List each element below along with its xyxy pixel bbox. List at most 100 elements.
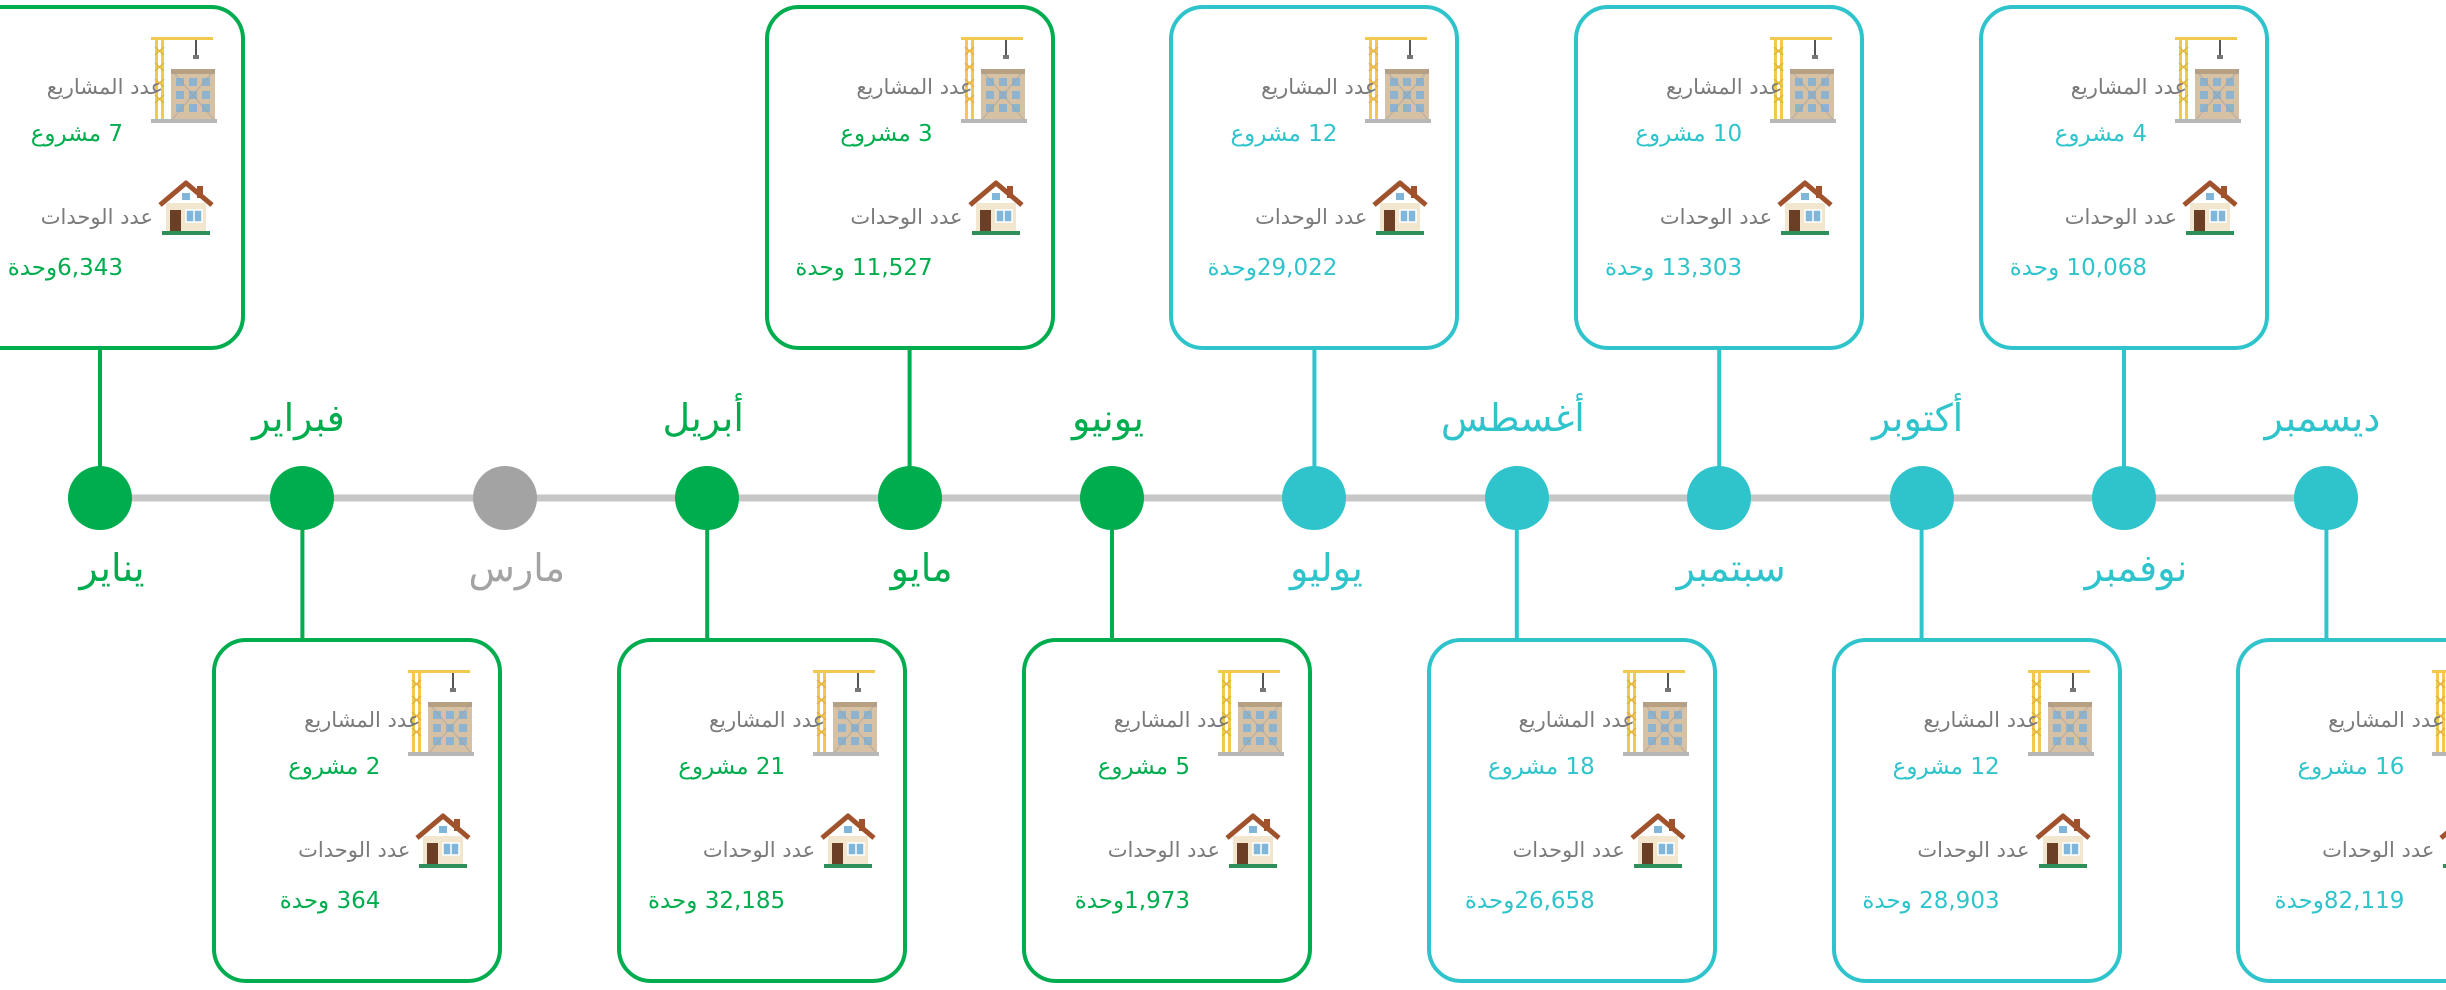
month-label: سبتمبر <box>1676 546 1786 590</box>
house-icon <box>157 179 215 237</box>
house-icon <box>1224 812 1282 870</box>
timeline-node <box>1687 466 1752 530</box>
units-value: 6,343وحدة <box>7 255 123 281</box>
units-label: عدد الوحدات <box>298 838 411 862</box>
house-icon <box>967 179 1025 237</box>
building-crane-icon <box>408 662 475 756</box>
units-value: 82,119وحدة <box>2274 888 2405 914</box>
projects-value: 3 مشروع <box>840 121 933 147</box>
projects-value: 5 مشروع <box>1097 754 1190 780</box>
month-stats-card: عدد المشاريع 12 مشروع عدد الوحدات 29,022… <box>1169 5 1460 350</box>
units-value: 1,973وحدة <box>1074 888 1190 914</box>
units-label: عدد الوحدات <box>1917 838 2030 862</box>
house-icon <box>819 812 877 870</box>
month-label: أبريل <box>662 396 744 440</box>
month-label: يونيو <box>1072 396 1144 440</box>
timeline-node <box>2092 466 2156 530</box>
house-icon <box>2438 812 2446 870</box>
units-value: 364 وحدة <box>279 888 381 914</box>
projects-label: عدد المشاريع <box>1665 75 1783 99</box>
building-crane-icon <box>813 662 880 756</box>
projects-label: عدد المشاريع <box>1113 708 1230 732</box>
month-stats-card: عدد المشاريع 7 مشروع عدد الوحدات 6,343وح… <box>0 5 245 350</box>
month-stats-card: عدد المشاريع 16 مشروع عدد الوحدات 82,119… <box>2236 638 2446 983</box>
projects-label: عدد المشاريع <box>708 708 826 732</box>
units-label: عدد الوحدات <box>2064 205 2177 229</box>
timeline-node <box>1889 466 1954 530</box>
month-stats-card: عدد المشاريع 21 مشروع عدد الوحدات 32,185… <box>617 638 908 983</box>
building-crane-icon <box>151 29 217 123</box>
units-value: 13,303 وحدة <box>1604 255 1743 281</box>
projects-label: عدد المشاريع <box>2328 708 2445 732</box>
timeline-node <box>877 466 942 530</box>
timeline-node <box>68 466 132 530</box>
house-icon <box>2181 179 2239 237</box>
timeline-node <box>1080 466 1144 530</box>
month-label: يوليو <box>1289 546 1363 590</box>
month-label: أغسطس <box>1440 396 1585 440</box>
month-label: نوفمبر <box>2084 546 2188 590</box>
building-crane-icon <box>1365 29 1432 123</box>
timeline-node <box>270 466 335 530</box>
projects-value: 12 مشروع <box>1892 754 2000 780</box>
building-crane-icon <box>960 29 1027 123</box>
building-crane-icon <box>2027 662 2094 756</box>
projects-label: عدد المشاريع <box>304 708 421 732</box>
building-crane-icon <box>2175 29 2241 123</box>
units-value: 10,068 وحدة <box>2009 255 2147 281</box>
projects-label: عدد المشاريع <box>1518 708 1635 732</box>
units-label: عدد الوحدات <box>1255 205 1368 229</box>
units-label: عدد الوحدات <box>850 205 963 229</box>
building-crane-icon <box>2432 662 2446 756</box>
projects-label: عدد المشاريع <box>2070 75 2187 99</box>
month-stats-card: عدد المشاريع 12 مشروع عدد الوحدات 28,903… <box>1831 638 2122 983</box>
timeline-node <box>472 466 537 530</box>
units-label: عدد الوحدات <box>1659 205 1773 229</box>
month-stats-card: عدد المشاريع 5 مشروع عدد الوحدات 1,973وح… <box>1022 638 1312 983</box>
units-value: 28,903 وحدة <box>1862 888 2000 914</box>
projects-value: 10 مشروع <box>1635 121 1743 147</box>
projects-value: 18 مشروع <box>1487 754 1595 780</box>
timeline-node <box>1282 466 1347 530</box>
units-label: عدد الوحدات <box>1512 838 1625 862</box>
projects-label: عدد المشاريع <box>856 75 973 99</box>
month-label: فبراير <box>252 396 345 440</box>
units-value: 32,185 وحدة <box>647 888 786 914</box>
projects-value: 7 مشروع <box>30 121 123 147</box>
units-value: 11,527 وحدة <box>795 255 933 281</box>
units-label: عدد الوحدات <box>702 838 816 862</box>
projects-label: عدد المشاريع <box>1923 708 2040 732</box>
units-label: عدد الوحدات <box>1107 838 1220 862</box>
projects-label: عدد المشاريع <box>1261 75 1378 99</box>
house-icon <box>1629 812 1687 870</box>
month-stats-card: عدد المشاريع 4 مشروع عدد الوحدات 10,068 … <box>1979 5 2269 350</box>
timeline-node <box>2294 466 2359 530</box>
month-label: مايو <box>890 546 953 590</box>
month-stats-card: عدد المشاريع 10 مشروع عدد الوحدات 13,303… <box>1574 5 1865 350</box>
building-crane-icon <box>1622 662 1689 756</box>
projects-label: عدد المشاريع <box>46 75 163 99</box>
projects-value: 4 مشروع <box>2054 121 2147 147</box>
month-stats-card: عدد المشاريع 2 مشروع عدد الوحدات 364 وحد… <box>212 638 503 983</box>
month-label: يناير <box>79 546 145 590</box>
month-stats-card: عدد المشاريع 18 مشروع عدد الوحدات 26,658… <box>1426 638 1717 983</box>
units-label: عدد الوحدات <box>2322 838 2435 862</box>
month-stats-card: عدد المشاريع 3 مشروع عدد الوحدات 11,527 … <box>764 5 1055 350</box>
house-icon <box>2034 812 2092 870</box>
building-crane-icon <box>1218 662 1284 756</box>
house-icon <box>414 812 472 870</box>
projects-value: 16 مشروع <box>2297 754 2405 780</box>
month-label: ديسمبر <box>2264 396 2381 440</box>
house-icon <box>1776 179 1834 237</box>
timeline-node <box>1484 466 1549 530</box>
month-label: أكتوبر <box>1871 396 1964 440</box>
month-label: مارس <box>468 546 566 590</box>
projects-value: 21 مشروع <box>678 754 786 780</box>
units-value: 26,658وحدة <box>1464 888 1595 914</box>
units-label: عدد الوحدات <box>40 205 153 229</box>
timeline-node <box>675 466 740 530</box>
house-icon <box>1371 179 1429 237</box>
units-value: 29,022وحدة <box>1207 255 1338 281</box>
building-crane-icon <box>1770 29 1837 123</box>
